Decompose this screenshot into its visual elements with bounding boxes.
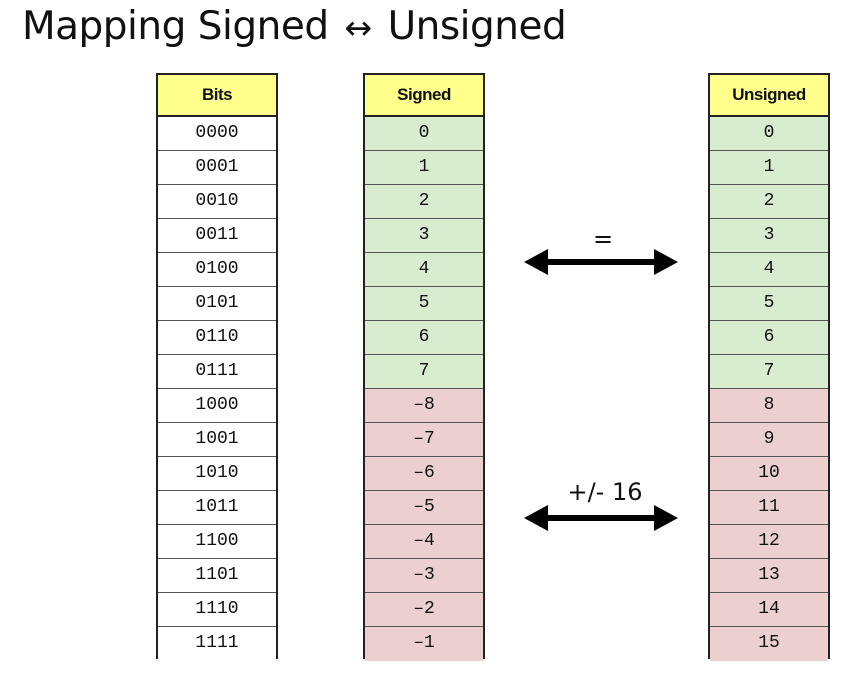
bits-cell: 1001 <box>158 423 276 457</box>
unsigned-cell: 1 <box>710 151 828 185</box>
signed-cell: –7 <box>365 423 483 457</box>
signed-cell: –1 <box>365 627 483 661</box>
bits-cell: 1101 <box>158 559 276 593</box>
signed-cell: –6 <box>365 457 483 491</box>
unsigned-cell: 14 <box>710 593 828 627</box>
unsigned-cell: 6 <box>710 321 828 355</box>
signed-cell: 2 <box>365 185 483 219</box>
bits-cell: 0000 <box>158 117 276 151</box>
signed-header: Signed <box>365 75 483 117</box>
signed-cell: –8 <box>365 389 483 423</box>
unsigned-cell: 12 <box>710 525 828 559</box>
signed-cell: 1 <box>365 151 483 185</box>
signed-cell: –2 <box>365 593 483 627</box>
unsigned-cell: 8 <box>710 389 828 423</box>
unsigned-cell: 5 <box>710 287 828 321</box>
bits-cell: 0101 <box>158 287 276 321</box>
bits-cell: 1011 <box>158 491 276 525</box>
unsigned-cell: 13 <box>710 559 828 593</box>
signed-cell: –5 <box>365 491 483 525</box>
double-arrow-icon <box>524 505 678 531</box>
signed-cell: 7 <box>365 355 483 389</box>
signed-cell: –4 <box>365 525 483 559</box>
unsigned-cell: 9 <box>710 423 828 457</box>
signed-cell: 4 <box>365 253 483 287</box>
signed-cell: –3 <box>365 559 483 593</box>
unsigned-cell: 7 <box>710 355 828 389</box>
offset-mapping-label: +/- 16 <box>567 478 643 506</box>
unsigned-header: Unsigned <box>710 75 828 117</box>
signed-cell: 5 <box>365 287 483 321</box>
double-arrow-icon <box>524 249 678 275</box>
signed-cell: 6 <box>365 321 483 355</box>
unsigned-cell: 2 <box>710 185 828 219</box>
unsigned-cell: 0 <box>710 117 828 151</box>
bits-cell: 0111 <box>158 355 276 389</box>
unsigned-cell: 15 <box>710 627 828 661</box>
bits-cell: 0011 <box>158 219 276 253</box>
bits-header: Bits <box>158 75 276 117</box>
unsigned-cell: 10 <box>710 457 828 491</box>
signed-cell: 3 <box>365 219 483 253</box>
bits-cell: 0001 <box>158 151 276 185</box>
equal-mapping-label: = <box>592 225 614 253</box>
unsigned-cell: 11 <box>710 491 828 525</box>
signed-cell: 0 <box>365 117 483 151</box>
bits-cell: 0110 <box>158 321 276 355</box>
bits-cell: 0010 <box>158 185 276 219</box>
bits-cell: 1010 <box>158 457 276 491</box>
bits-cell: 1000 <box>158 389 276 423</box>
title-right: Unsigned <box>387 4 567 49</box>
unsigned-cell: 4 <box>710 253 828 287</box>
page-title: Mapping Signed ↔ Unsigned <box>22 4 567 49</box>
left-right-arrow-icon: ↔ <box>344 8 373 47</box>
bits-cell: 0100 <box>158 253 276 287</box>
bits-cell: 1100 <box>158 525 276 559</box>
bits-cell: 1110 <box>158 593 276 627</box>
bits-cell: 1111 <box>158 627 276 661</box>
title-left: Mapping Signed <box>22 4 329 49</box>
unsigned-cell: 3 <box>710 219 828 253</box>
